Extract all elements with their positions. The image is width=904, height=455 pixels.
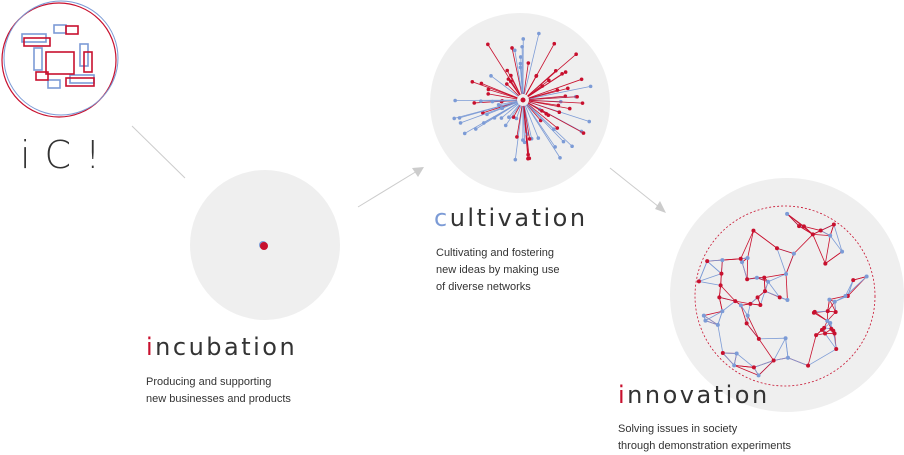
incubation-seed-icon: [255, 236, 275, 256]
desc-line: Producing and supporting: [146, 374, 366, 391]
stage-title-rest: ultivation: [450, 204, 588, 232]
stage-initial: i: [146, 333, 155, 361]
stage-initial: c: [434, 204, 450, 232]
desc-line: Solving issues in society: [618, 421, 838, 438]
stage-title-incubation: incubation: [146, 333, 297, 361]
stage-title-cultivation: cultivation: [434, 204, 588, 232]
logo-text: iC!: [20, 133, 114, 177]
cultivation-network-icon: [430, 13, 610, 193]
desc-line: through demonstration experiments: [618, 438, 838, 455]
desc-line: of diverse networks: [436, 279, 656, 296]
desc-line: Cultivating and fostering: [436, 245, 656, 262]
stage-desc-incubation: Producing and supporting new businesses …: [146, 374, 366, 408]
desc-line: new ideas by making use: [436, 262, 656, 279]
stage-initial: i: [618, 381, 627, 409]
stage-title-innovation: innovation: [618, 381, 770, 409]
innovation-globe-icon: [670, 178, 904, 412]
stage-title-rest: ncubation: [155, 333, 297, 361]
logo-mark-icon: [0, 0, 120, 120]
stage-title-rest: nnovation: [627, 381, 770, 409]
stage-desc-innovation: Solving issues in society through demons…: [618, 421, 838, 455]
stage-desc-cultivation: Cultivating and fostering new ideas by m…: [436, 245, 656, 296]
desc-line: new businesses and products: [146, 391, 366, 408]
